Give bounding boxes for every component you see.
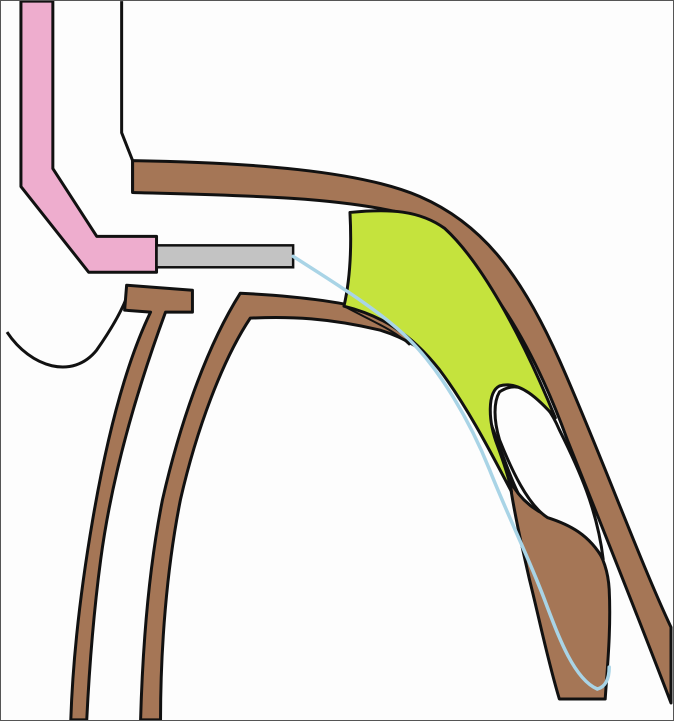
- pink-tube: [21, 1, 157, 272]
- vertical-channel-outline: [122, 1, 133, 192]
- body-contour-left: [7, 292, 129, 367]
- gray-probe: [157, 245, 294, 267]
